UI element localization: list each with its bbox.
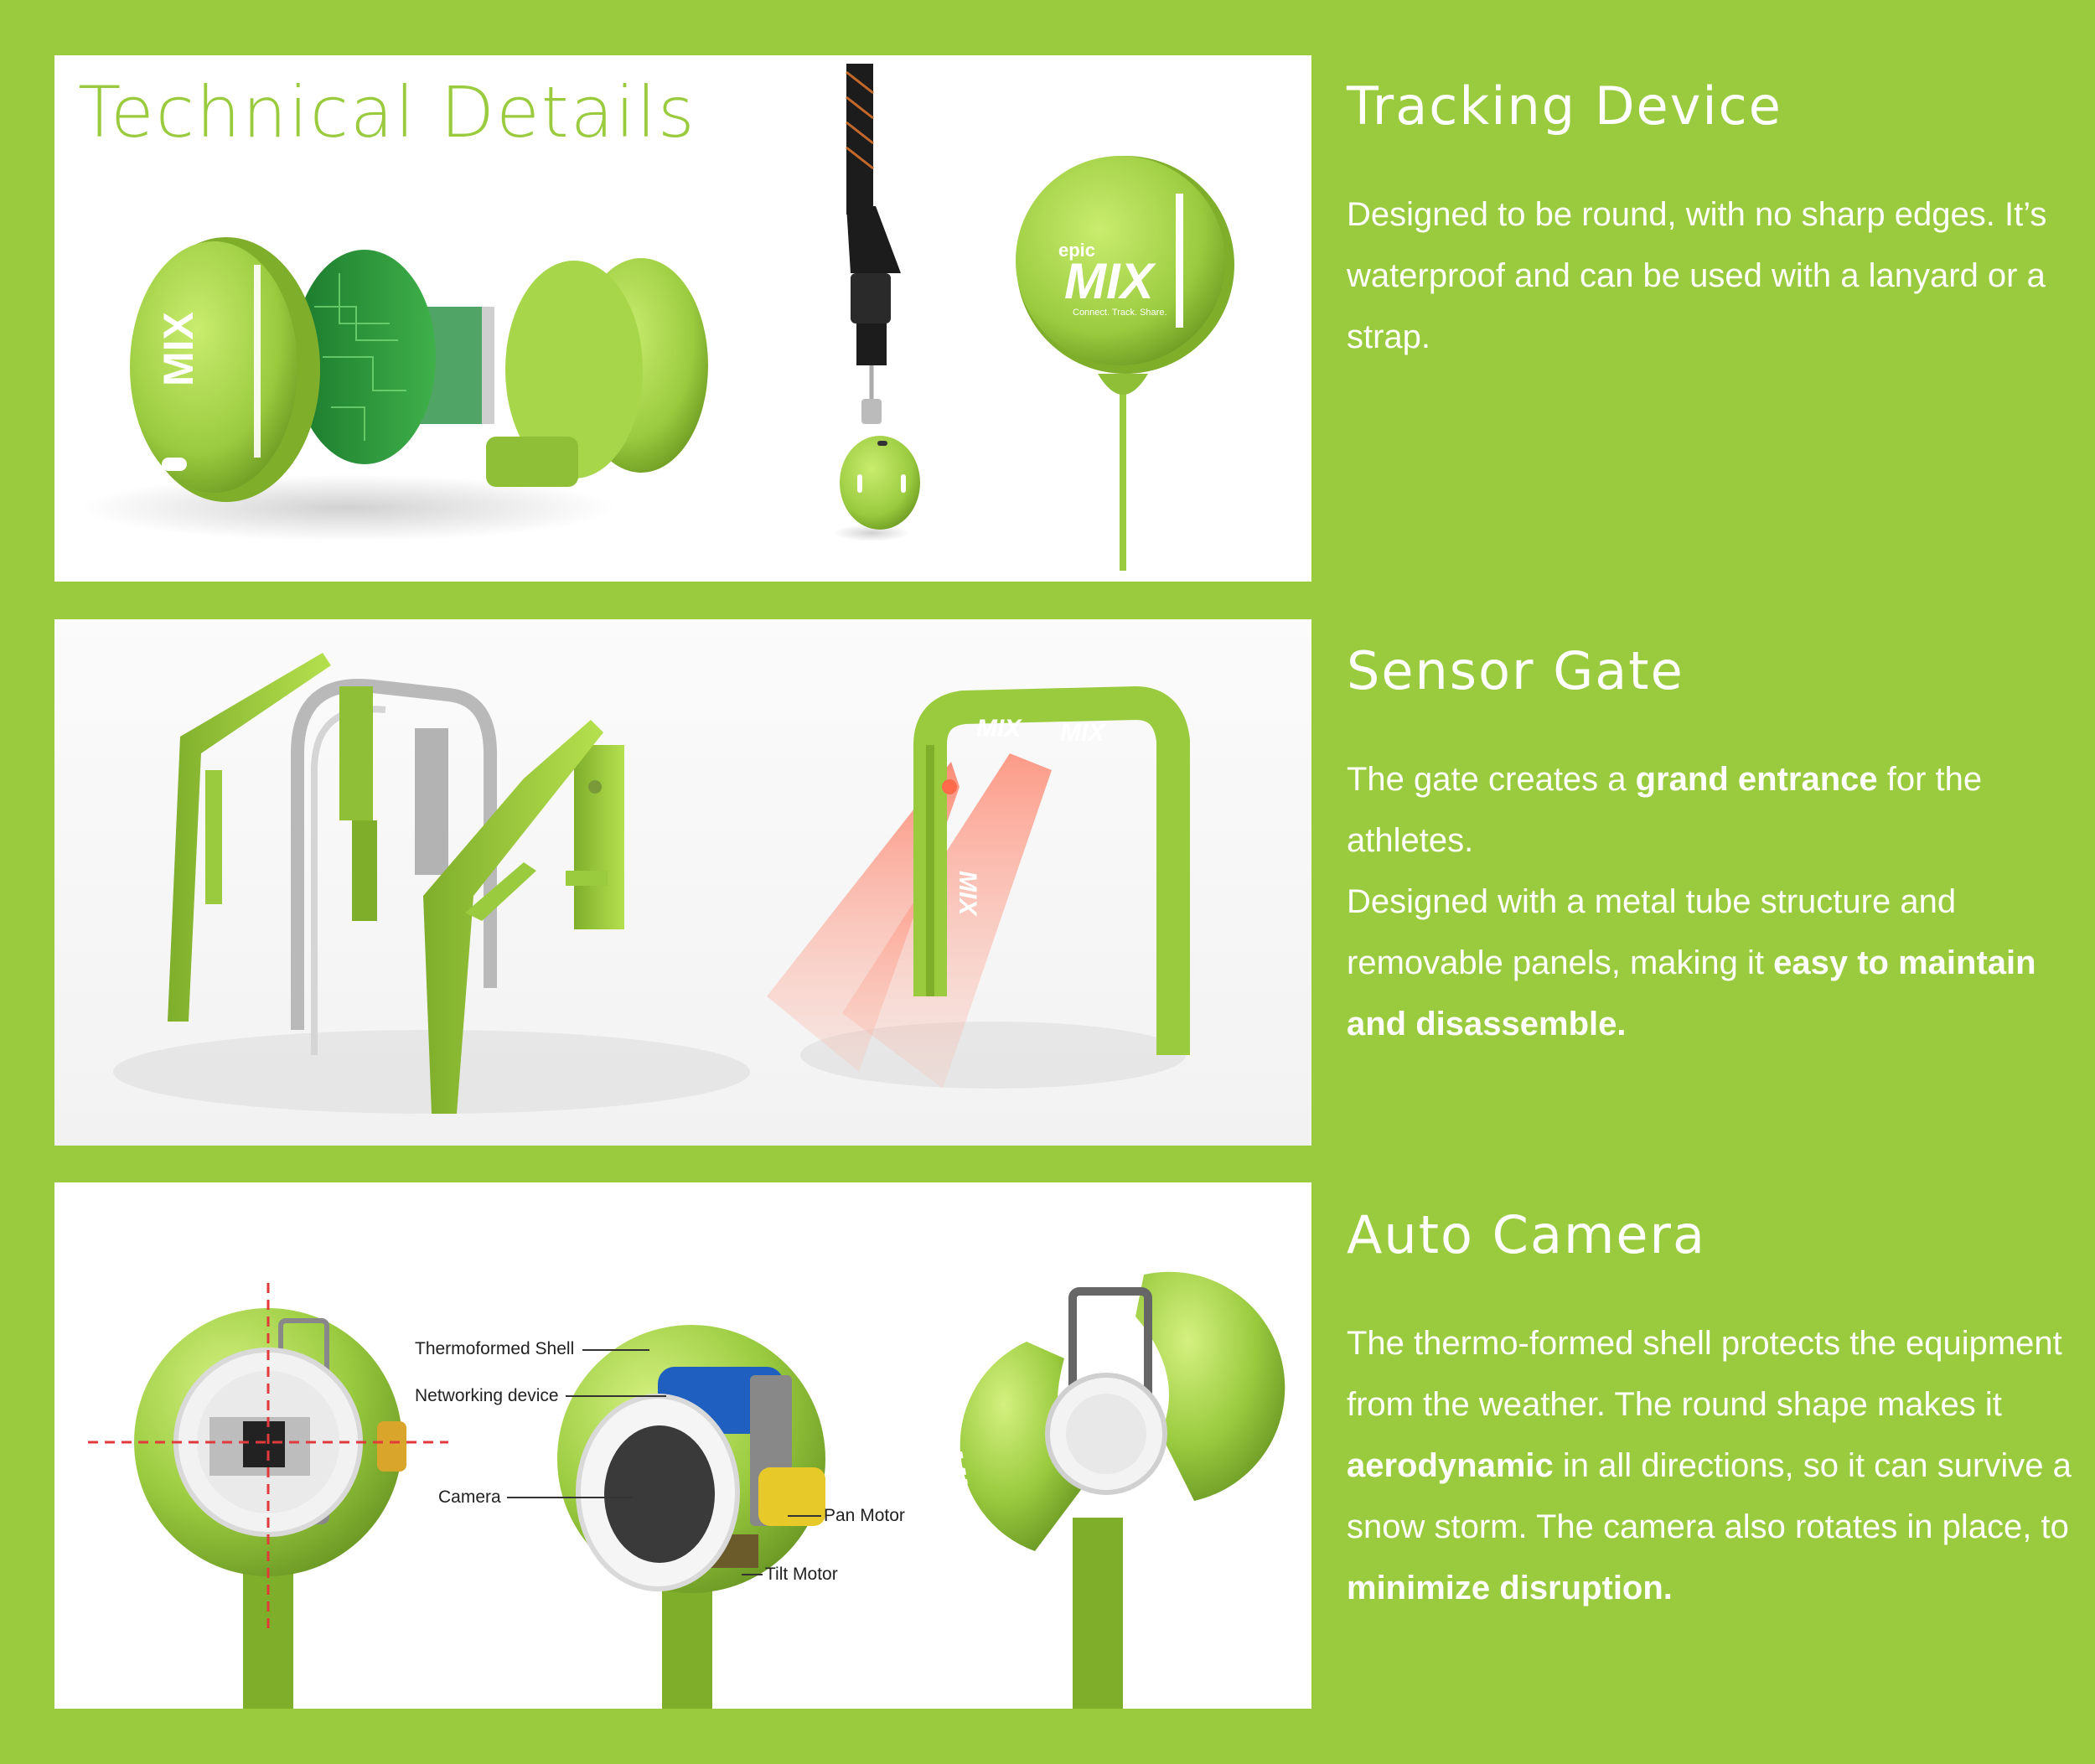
body-text: for the athletes. (1347, 761, 1983, 860)
pan-motor (758, 1467, 825, 1526)
gate-logo-vertical: MIX (954, 871, 981, 917)
front-shell-logo-large: MIX (155, 312, 202, 386)
body-emphasis: aerodynamic (1347, 1447, 1554, 1485)
body-emphasis: grand entrance (1635, 761, 1878, 799)
tracker-logo-small: epic (1058, 240, 1095, 261)
body-text: The gate creates a (1347, 761, 1636, 799)
section-sensor-gate: Sensor Gate The gate creates a grand ent… (1347, 640, 2084, 1055)
sensor-gate-illustration: MIX MIX MIX (113, 653, 1190, 1114)
page-title: Technical Details (78, 71, 696, 153)
sensor-beam-left (767, 762, 960, 1072)
section-title: Tracking Device (1347, 75, 1782, 137)
body-text: in all directions, so it can survive a s… (1347, 1447, 2072, 1546)
body-text: The thermo-formed shell protects the equ… (1347, 1325, 2062, 1424)
tracking-device-illustration: MIX epic MIX Connect. Track. Share. (80, 64, 1234, 571)
callout-camera: Camera (438, 1487, 501, 1507)
auto-camera-panel: MIX Thermoformed Shell Networking device… (54, 1182, 1311, 1709)
small-tracker (840, 436, 920, 530)
body-text: Designed to be round, with no sharp edge… (1347, 196, 2047, 356)
camera3-shell-right (1135, 1271, 1285, 1501)
gate-logo-2: MIX (1060, 719, 1106, 747)
tracker-logo-tagline: Connect. Track. Share. (1073, 308, 1167, 318)
camera3-pole (1073, 1518, 1123, 1709)
gate-logo-1: MIX (976, 715, 1022, 742)
callout-thermoformed-shell: Thermoformed Shell (415, 1339, 575, 1358)
body-emphasis: easy to maintain and disassemble. (1347, 944, 2036, 1043)
right-arch-panel (423, 720, 603, 1114)
body-text: Designed with a metal tube structure and… (1347, 883, 1957, 982)
section-title: Sensor Gate (1347, 640, 1684, 701)
assembled-gate-arch (913, 686, 1190, 1055)
callout-tilt-motor: Tilt Motor (765, 1565, 838, 1584)
left-arch-panel (168, 653, 331, 1022)
section-auto-camera: Auto Camera The thermo-formed shell prot… (1347, 1204, 2084, 1619)
callout-networking-device: Networking device (415, 1386, 559, 1405)
upright-panel-a (339, 686, 373, 820)
body-emphasis: minimize disruption. (1347, 1570, 1673, 1607)
camera3-shell-left (960, 1342, 1085, 1551)
camera-lens (604, 1425, 715, 1563)
section-title: Auto Camera (1347, 1204, 1706, 1265)
strapped-tracker (1016, 156, 1225, 365)
metal-frame (291, 679, 497, 1030)
section-tracking-device: Tracking Device Designed to be round, wi… (1347, 75, 2084, 368)
sensor-gate-panel: MIX MIX MIX (54, 619, 1311, 1146)
auto-camera-illustration: MIX (88, 1271, 1285, 1709)
callout-pan-motor: Pan Motor (824, 1506, 905, 1525)
tracker-logo-large: MIX (1064, 253, 1157, 309)
section-body: Designed to be round, with no sharp edge… (1347, 184, 2084, 368)
section-body: The gate creates a grand entrance for th… (1347, 749, 2084, 1055)
section-body: The thermo-formed shell protects the equ… (1347, 1313, 2084, 1619)
upright-panel-b (574, 745, 624, 929)
tracking-device-panel: Technical Details (54, 55, 1311, 582)
